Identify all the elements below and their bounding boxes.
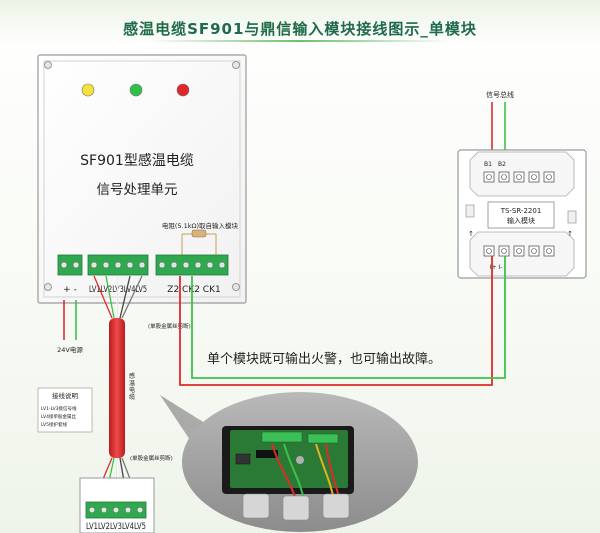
- screw-icon: [232, 283, 240, 291]
- processor-subtitle: 信号处理单元: [97, 182, 178, 198]
- module-model: TS-SR-2201: [500, 207, 542, 215]
- cable-bottom-label: (单股金属丝剪断): [130, 454, 173, 462]
- power-label: 24V电源: [57, 345, 83, 354]
- note-line: LV5接护套线: [41, 421, 67, 428]
- bottom-terminal-labels: LV1LV2LV3LV4LV5: [86, 522, 146, 532]
- output-wires: [179, 256, 506, 386]
- input-terminal-labels: I+ I-: [490, 264, 503, 271]
- terminal-b1-label: B1: [484, 161, 492, 168]
- diagram-title: 感温电缆SF901与鼎信输入模块接线图示_单模块: [123, 20, 477, 38]
- led-green-icon: [129, 83, 143, 97]
- processor-title: SF901型感温电缆: [80, 152, 194, 169]
- sensing-cable: (单股金属丝剪断) 感温电缆 (单股金属丝剪断): [91, 275, 191, 506]
- cable-top-label: (单股金属丝剪断): [148, 322, 191, 330]
- resistor-icon: [191, 229, 207, 238]
- mount-slot-icon: [567, 210, 577, 224]
- cable-gland-icon: [322, 493, 350, 519]
- cable-gland-icon: [282, 495, 310, 521]
- power-terminal-labels: + -: [63, 285, 77, 295]
- terminal-block-output: [155, 254, 229, 276]
- wiring-note: 接线说明 LV1-LV3接信号线 LV4接单股金属丝 LV5接护套线: [37, 387, 93, 433]
- resistor-label: 电阻(5.1kΩ)取自输入模块: [162, 221, 239, 230]
- board-photo-inset: [160, 392, 418, 532]
- led-red-icon: [176, 83, 190, 97]
- screw-icon: [44, 61, 52, 69]
- arrow-up-icon: ↑: [468, 230, 474, 238]
- title-band: [0, 0, 600, 46]
- terminal-block-power: [57, 254, 83, 276]
- screw-icon: [232, 61, 240, 69]
- input-module: 信号总线 B1 B2 TS-SR-2201 输入模块 ↑ ↑: [457, 90, 587, 279]
- terminal-b2-label: B2: [498, 161, 506, 168]
- note-line: LV4接单股金属丝: [41, 413, 76, 420]
- cable-text: 感温电缆: [129, 372, 135, 401]
- function-message: 单个模块既可输出火警，也可输出故障。: [207, 351, 441, 367]
- led-yellow-icon: [81, 83, 95, 97]
- output-terminal-labels: Z2 CK2 CK1: [167, 285, 220, 295]
- arrow-up-icon: ↑: [567, 230, 573, 238]
- terminal-block-lv: [87, 254, 149, 276]
- cable-gland-icon: [242, 493, 270, 519]
- processor-unit: SF901型感温电缆 信号处理单元 电阻(5.1kΩ)取自输入模块: [37, 54, 247, 304]
- power-wires: 24V电源: [57, 300, 83, 354]
- title-underline: [150, 40, 450, 42]
- module-name: 输入模块: [507, 216, 535, 225]
- screw-icon: [44, 283, 52, 291]
- mount-slot-icon: [465, 204, 475, 218]
- bottom-terminal-unit: LV1LV2LV3LV4LV5: [79, 477, 155, 533]
- note-title: 接线说明: [52, 391, 79, 400]
- note-line: LV1-LV3接信号线: [41, 405, 77, 412]
- signal-bus-label: 信号总线: [486, 90, 514, 99]
